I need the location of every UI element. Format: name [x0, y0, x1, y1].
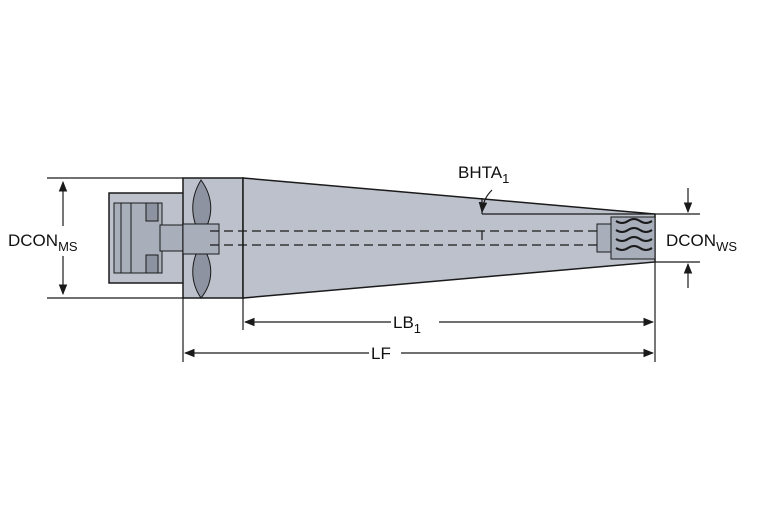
- lf-label: LF: [371, 344, 391, 363]
- tapered-body: [242, 177, 656, 299]
- bhta-label: BHTA1: [458, 163, 509, 186]
- lb1-label: LB1: [393, 313, 421, 336]
- machine-side-coupling: [108, 192, 185, 284]
- dcon-ms-label: DCONMS: [8, 231, 78, 254]
- hidden-bore: [210, 230, 598, 246]
- extension-lines: [182, 262, 656, 362]
- flange: [182, 177, 244, 299]
- dcon-ws-label: DCONWS: [666, 231, 737, 254]
- work-side-tip: [596, 216, 656, 260]
- bhta-leader: [478, 189, 655, 215]
- dcon-ws-dimension: [655, 188, 700, 288]
